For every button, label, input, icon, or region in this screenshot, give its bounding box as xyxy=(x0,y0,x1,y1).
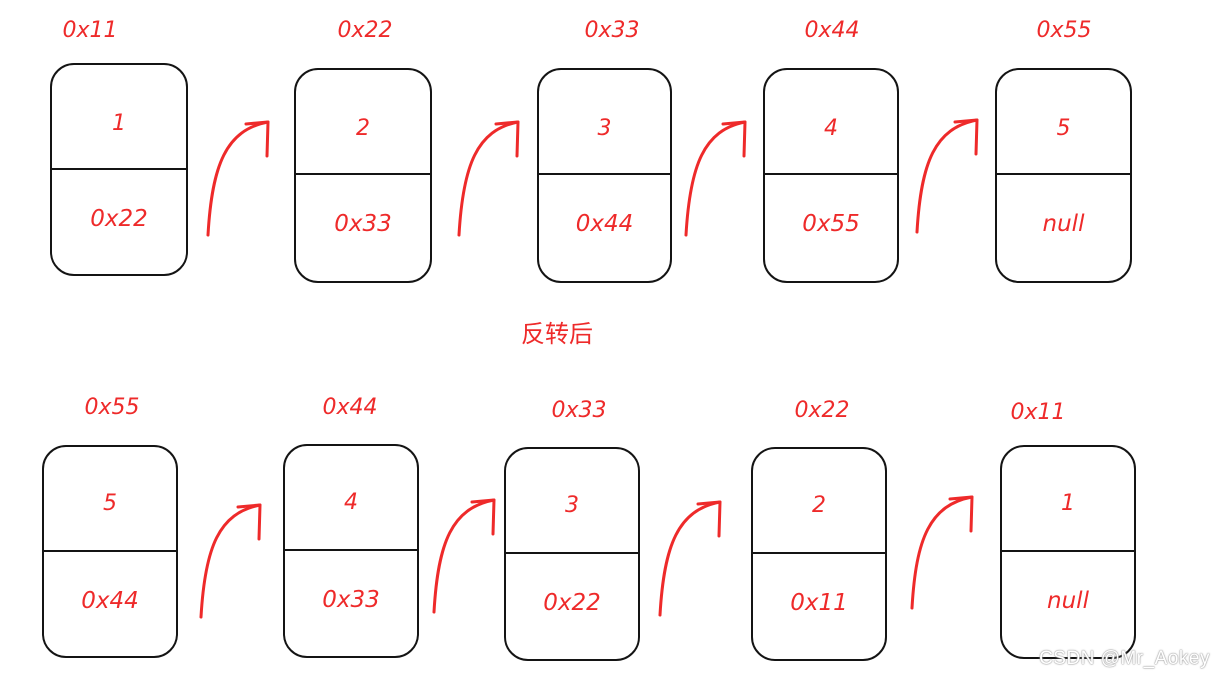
watermark: CSDN @Mr_Aokey xyxy=(1039,648,1210,669)
list-node xyxy=(995,68,1132,283)
list-node xyxy=(42,445,178,658)
arrow-shaft xyxy=(910,495,974,610)
node-next-pointer: 0x55 xyxy=(802,211,860,237)
node-value: 2 xyxy=(812,493,826,518)
node-address-label: 0x44 xyxy=(322,395,378,420)
node-value: 5 xyxy=(103,491,117,516)
arrow-shaft xyxy=(432,498,496,614)
node-value: 4 xyxy=(344,490,358,515)
list-node xyxy=(1000,445,1136,659)
node-address-label: 0x55 xyxy=(1036,18,1092,43)
node-next-pointer: 0x11 xyxy=(790,590,848,616)
pointer-arrow xyxy=(915,118,979,234)
node-field-divider xyxy=(753,552,885,554)
node-next-pointer: 0x33 xyxy=(334,211,392,237)
arrow-shaft xyxy=(457,120,520,237)
node-next-pointer: 0x22 xyxy=(90,206,148,232)
node-address-label: 0x33 xyxy=(584,18,640,43)
arrow-shaft xyxy=(684,120,747,237)
node-field-divider xyxy=(997,173,1130,175)
node-field-divider xyxy=(765,173,897,175)
arrow-head xyxy=(244,120,270,158)
node-field-divider xyxy=(539,173,670,175)
list-node xyxy=(294,68,432,283)
pointer-arrow xyxy=(432,498,496,614)
pointer-arrow xyxy=(910,495,974,610)
list-node xyxy=(763,68,899,283)
pointer-arrow xyxy=(684,120,747,237)
node-address-label: 0x33 xyxy=(551,398,607,423)
list-node xyxy=(50,63,188,276)
node-address-label: 0x11 xyxy=(62,18,118,43)
node-next-pointer: 0x44 xyxy=(575,211,634,237)
node-next-pointer: 0x22 xyxy=(543,590,601,616)
list-node xyxy=(504,447,640,661)
node-address-label: 0x44 xyxy=(804,18,860,43)
node-field-divider xyxy=(285,549,417,551)
node-address-label: 0x55 xyxy=(84,395,140,420)
reversal-caption: 反转后 xyxy=(521,320,593,348)
node-field-divider xyxy=(52,168,186,170)
node-value: 5 xyxy=(1056,116,1071,141)
node-next-pointer: 0x33 xyxy=(322,587,380,613)
node-value: 1 xyxy=(1061,491,1075,516)
node-address-label: 0x22 xyxy=(337,18,393,43)
node-value: 3 xyxy=(597,116,612,141)
arrow-shaft xyxy=(206,120,270,237)
list-node xyxy=(537,68,672,283)
arrow-head xyxy=(953,118,979,156)
node-next-pointer: 0x44 xyxy=(81,588,139,614)
node-value: 2 xyxy=(356,116,370,141)
arrow-head xyxy=(236,503,262,541)
node-field-divider xyxy=(296,173,430,175)
node-value: 4 xyxy=(824,116,838,141)
list-node xyxy=(751,447,887,661)
pointer-arrow xyxy=(206,120,270,237)
node-field-divider xyxy=(44,550,176,552)
pointer-arrow xyxy=(658,500,722,617)
arrow-shaft xyxy=(199,503,262,619)
node-next-pointer: null xyxy=(1047,588,1089,614)
arrow-shaft xyxy=(915,118,979,234)
node-address-label: 0x22 xyxy=(794,398,850,423)
node-field-divider xyxy=(506,552,638,554)
arrow-shaft xyxy=(658,500,722,617)
arrow-head xyxy=(470,498,496,536)
node-address-label: 0x11 xyxy=(1010,400,1066,425)
list-node xyxy=(283,444,419,658)
node-field-divider xyxy=(1002,550,1134,552)
pointer-arrow xyxy=(199,503,262,619)
node-value: 1 xyxy=(112,111,126,136)
arrow-head xyxy=(494,120,520,158)
node-next-pointer: null xyxy=(1042,211,1085,237)
arrow-head xyxy=(948,495,974,533)
node-value: 3 xyxy=(565,493,579,518)
pointer-arrow xyxy=(457,120,520,237)
arrow-head xyxy=(696,500,722,538)
arrow-head xyxy=(721,120,747,158)
